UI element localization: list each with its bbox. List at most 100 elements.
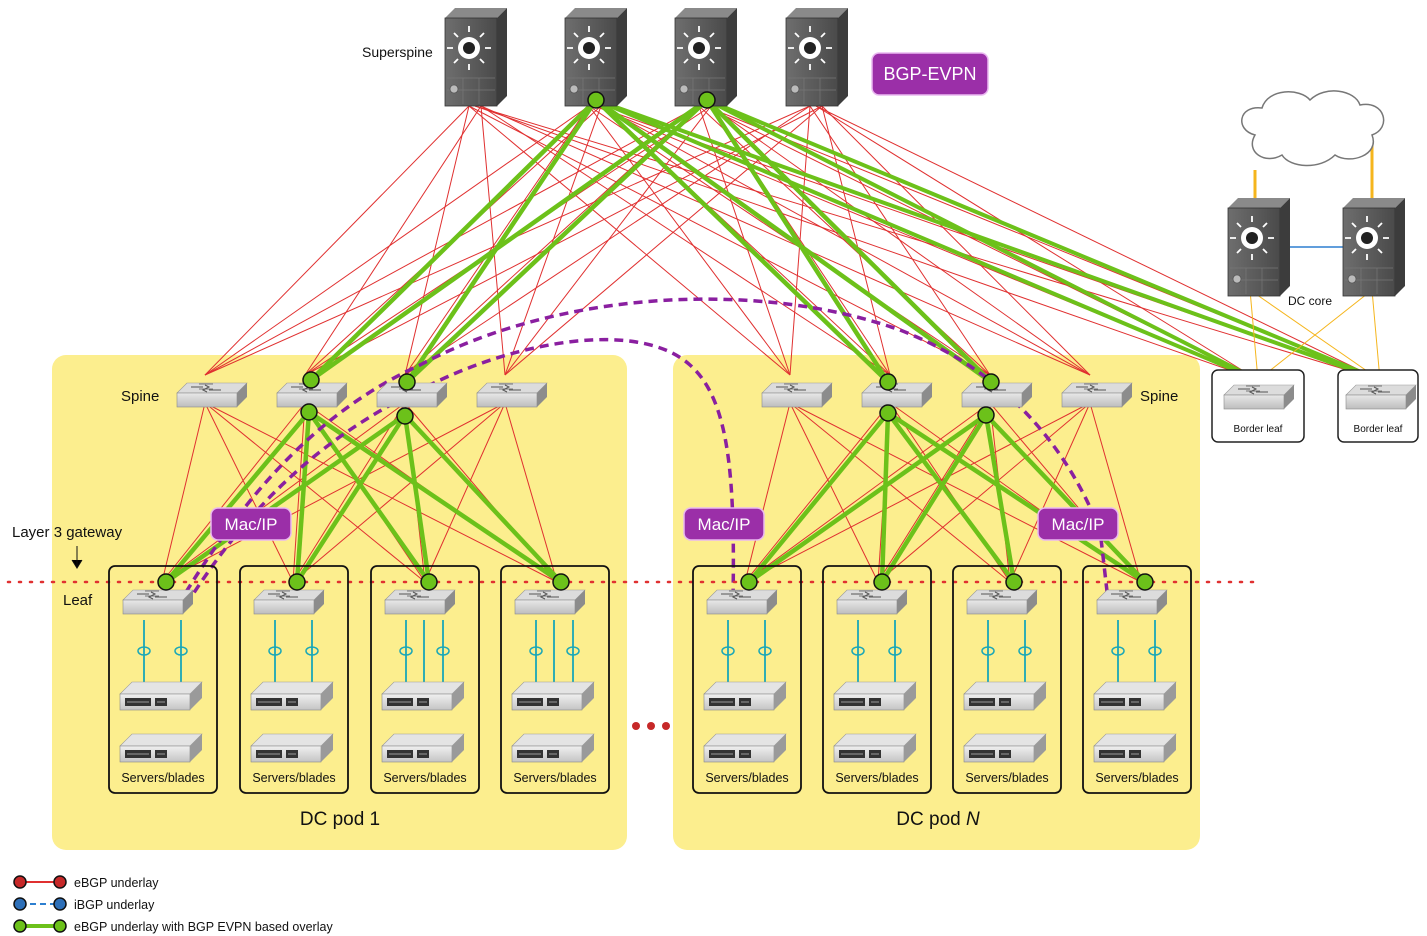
ebgp-link (744, 402, 791, 583)
ebgp-link (161, 402, 306, 583)
leaf-switch-icon (253, 589, 325, 615)
ebgp-link (404, 105, 470, 376)
leaf-rack-box (108, 565, 218, 794)
border-leaf-label: Border leaf (1354, 424, 1403, 435)
ebgp-link (474, 105, 1259, 381)
spine-switch-icon (761, 382, 833, 408)
legend-dot (53, 919, 67, 933)
evpn-peer-dot (1136, 573, 1154, 591)
ebgp-link (304, 105, 482, 376)
servers-blades-label: Servers/blades (965, 771, 1048, 785)
dc-core-switch-icon (1227, 197, 1291, 297)
lag-icon (981, 646, 995, 656)
core-link (1257, 289, 1373, 381)
spine-switch-icon (1061, 382, 1133, 408)
ebgp-link (815, 105, 1259, 381)
cloud-icon (1241, 90, 1385, 167)
ebgp-link (877, 402, 1091, 583)
evpn-link (294, 411, 312, 583)
spine-switch-icon (176, 382, 248, 408)
lag-icon (436, 646, 450, 656)
evpn-link (983, 414, 1017, 583)
macip-2-badge (683, 507, 765, 541)
evpn-peer-dot (1005, 573, 1023, 591)
ebgp-link (744, 402, 1091, 583)
ebgp-link (480, 105, 891, 376)
ebgp-link (480, 105, 1091, 376)
border-leaf-switch-icon (1223, 384, 1295, 410)
lag-icon (1111, 646, 1125, 656)
legend-label: eBGP underlay (74, 876, 159, 890)
legend-label: eBGP underlay with BGP EVPN based overla… (74, 920, 333, 934)
servers-blades-label: Servers/blades (1095, 771, 1178, 785)
leaf-rack-box (370, 565, 480, 794)
ellipsis-dot (662, 722, 670, 730)
core-link (1249, 289, 1259, 381)
server-icon (381, 733, 465, 763)
server-icon (833, 681, 917, 711)
legend-dot (13, 919, 27, 933)
server-icon (511, 733, 595, 763)
ebgp-link (468, 105, 791, 376)
evpn-peer-dot (740, 573, 758, 591)
lag-icon (566, 646, 580, 656)
dc-pod-n-area (673, 355, 1200, 850)
evpn-peer-dot (288, 573, 306, 591)
leaf-rack-box (239, 565, 349, 794)
evpn-peer-dot (398, 373, 416, 391)
leaf-rack-box (692, 565, 802, 794)
server-icon (833, 733, 917, 763)
ebgp-link (789, 402, 1142, 583)
evpn-link (595, 98, 1381, 382)
server-icon (381, 681, 465, 711)
bgp-evpn-label: BGP-EVPN (883, 64, 976, 84)
legend-label: iBGP underlay (74, 898, 155, 912)
evpn-peer-dot (300, 403, 318, 421)
server-icon (250, 681, 334, 711)
server-icon (119, 681, 203, 711)
dc-core-label: DC core (1288, 294, 1332, 308)
lag-icon (1018, 646, 1032, 656)
leaf-rack-box (822, 565, 932, 794)
ebgp-link (504, 402, 558, 583)
evpn-link (705, 98, 890, 384)
ebgp-link (1009, 402, 1091, 583)
superspine-switch-icon (674, 7, 738, 107)
border-leaf-switch-icon (1345, 384, 1417, 410)
core-link (1371, 289, 1381, 381)
legend-dot (53, 875, 67, 889)
ellipsis-dot (632, 722, 640, 730)
ebgp-link (404, 105, 590, 376)
evpn-peer-dot (302, 371, 320, 389)
evpn-peer-dot (698, 91, 716, 109)
lag-icon (399, 646, 413, 656)
server-icon (1093, 733, 1177, 763)
spine-label-right: Spine (1140, 388, 1178, 405)
evpn-link (309, 98, 709, 382)
ebgp-link (292, 402, 306, 583)
evpn-link (880, 413, 988, 584)
lag-icon (137, 646, 151, 656)
legend-dot (13, 875, 27, 889)
evpn-link (295, 413, 407, 584)
macip-2-label: Mac/IP (698, 515, 751, 534)
leaf-switch-icon (514, 589, 586, 615)
ebgp-link (744, 402, 991, 583)
leaf-switch-icon (384, 589, 456, 615)
ebgp-link (204, 105, 470, 376)
superspine-label: Superspine (362, 44, 433, 60)
spine-label-left: Spine (121, 388, 159, 405)
server-icon (963, 733, 1047, 763)
superspine-switch-icon (785, 7, 849, 107)
evpn-link (307, 410, 431, 584)
superspine-switch-icon (444, 7, 508, 107)
servers-blades-label: Servers/blades (705, 771, 788, 785)
server-icon (703, 733, 787, 763)
leaf-label: Leaf (63, 592, 93, 609)
evpn-link (164, 410, 311, 584)
evpn-link (405, 98, 598, 384)
evpn-link (886, 411, 1016, 584)
macip-1-label: Mac/IP (225, 515, 278, 534)
evpn-link (705, 98, 993, 384)
border-leaf-label: Border leaf (1234, 424, 1283, 435)
